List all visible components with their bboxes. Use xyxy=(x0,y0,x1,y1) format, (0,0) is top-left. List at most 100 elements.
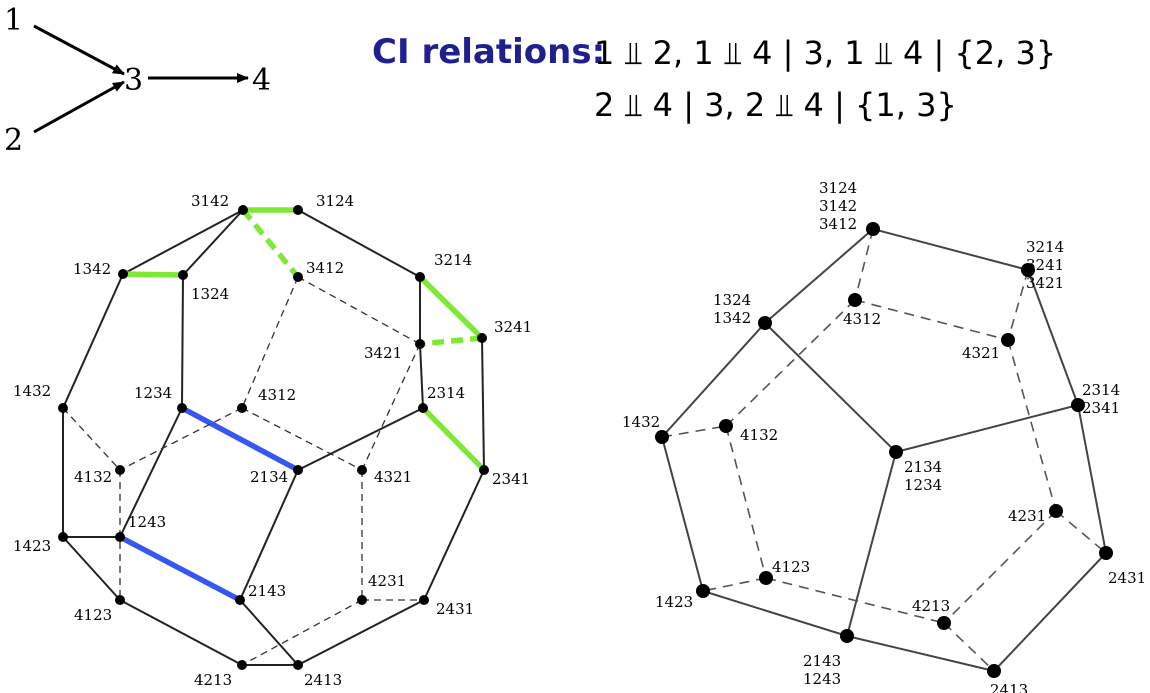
permutohedron-vertex-3241 xyxy=(477,333,487,343)
permutohedron-edge-3421-4321 xyxy=(361,343,421,471)
dodecahedron-edge-o-p xyxy=(846,635,995,672)
dodecahedron-label-g: 1432 xyxy=(622,413,660,431)
permutohedron-edge-3241-2341 xyxy=(481,337,485,471)
permutohedron-vertex-1423 xyxy=(58,532,68,542)
permutohedron-edge-4312-4132 xyxy=(119,407,243,471)
dodecahedron-vertex-m xyxy=(696,584,710,598)
dag-node-2: 2 xyxy=(4,123,23,158)
dodecahedron-edge-i-o xyxy=(846,451,897,637)
dodecahedron-vertex-a xyxy=(866,222,880,236)
dodecahedron-edge-g-h xyxy=(661,425,727,438)
permutohedron-vertex-4132 xyxy=(115,465,125,475)
permutohedron-vertex-3421 xyxy=(415,339,425,349)
permutohedron-edge-1423-4123 xyxy=(62,536,121,601)
permutohedron-edge-3421-2314 xyxy=(419,343,424,409)
permutohedron-label-1342: 1342 xyxy=(73,260,111,278)
permutohedron-vertex-4123 xyxy=(115,595,125,605)
permutohedron-label-4321: 4321 xyxy=(374,468,412,486)
dodecahedron-label-h: 4132 xyxy=(740,426,778,444)
permutohedron-edge-2314-2341 xyxy=(421,406,486,472)
ci-relations-line-1: 1 ⫫ 2, 1 ⫫ 4 | 3, 1 ⫫ 4 | {2, 3} xyxy=(594,34,1057,72)
permutohedron-edge-3124-3214 xyxy=(297,209,421,278)
permutohedron-label-1324: 1324 xyxy=(191,285,229,303)
dodecahedron-vertex-b xyxy=(1021,263,1035,277)
dodecahedron-edge-c-i xyxy=(764,322,897,453)
permutohedron-label-2314: 2314 xyxy=(427,384,465,402)
permutohedron-vertex-2341 xyxy=(479,465,489,475)
permutohedron-label-3412: 3412 xyxy=(306,259,344,277)
permutohedron-edge-3142-3412 xyxy=(240,208,301,279)
permutohedron-label-4312: 4312 xyxy=(258,386,296,404)
permutohedron-vertex-1432 xyxy=(58,403,68,413)
dodecahedron-edge-e-j xyxy=(1007,339,1057,512)
ci-relations-line-2: 2 ⫫ 4 | 3, 2 ⫫ 4 | {1, 3} xyxy=(594,86,957,124)
dodecahedron-edge-h-l xyxy=(725,425,767,579)
permutohedron-edge-1432-4132 xyxy=(62,407,121,471)
permutohedron-label-3124: 3124 xyxy=(316,192,354,210)
dodecahedron-edge-b-f xyxy=(1027,269,1079,406)
permutohedron-edge-1324-1234 xyxy=(181,274,184,409)
permutohedron-edge-4231-4213 xyxy=(241,599,363,666)
permutohedron-label-3241: 3241 xyxy=(494,318,532,336)
permutohedron-vertex-3124 xyxy=(293,205,303,215)
permutohedron-vertex-1243 xyxy=(115,532,125,542)
permutohedron-edge-3412-3421 xyxy=(297,276,421,345)
dodecahedron-edge-k-p xyxy=(993,552,1107,672)
dodecahedron-edge-i-f xyxy=(895,404,1079,453)
permutohedron-label-2143: 2143 xyxy=(248,582,286,600)
permutohedron-vertex-4321 xyxy=(357,465,367,475)
permutohedron-vertex-2314 xyxy=(418,403,428,413)
permutohedron-edge-2143-2413 xyxy=(239,599,299,666)
permutohedron-label-2413: 2413 xyxy=(304,671,342,689)
permutohedron-edge-3241-3421 xyxy=(419,335,483,347)
permutohedron-edge-4123-4213 xyxy=(119,599,243,666)
permutohedron-edge-3142-1342 xyxy=(122,209,244,275)
dodecahedron-vertex-c xyxy=(758,316,772,330)
dodecahedron-label-d: 4312 xyxy=(843,310,881,328)
permutohedron-label-1423: 1423 xyxy=(13,537,51,555)
dodecahedron-vertex-o xyxy=(840,629,854,643)
permutohedron-label-4132: 4132 xyxy=(74,468,112,486)
dag-arrow-1-3 xyxy=(33,24,125,76)
permutohedron-label-3142: 3142 xyxy=(191,192,229,210)
permutohedron-vertex-4213 xyxy=(237,660,247,670)
permutohedron-vertex-1234 xyxy=(177,403,187,413)
permutohedron-vertex-4312 xyxy=(237,403,247,413)
permutohedron-edge-1234-2134 xyxy=(180,405,300,473)
permutohedron-edge-1342-1432 xyxy=(62,273,124,409)
permutohedron-label-3214: 3214 xyxy=(434,251,472,269)
dag-node-3: 3 xyxy=(124,63,143,98)
dodecahedron-label-m: 1423 xyxy=(655,593,693,611)
permutohedron-label-2431: 2431 xyxy=(436,600,474,618)
dag-arrow-2-3 xyxy=(33,80,125,134)
dag-node-1: 1 xyxy=(4,3,23,38)
dodecahedron-vertex-p xyxy=(987,664,1001,678)
permutohedron-edge-2431-2413 xyxy=(297,599,425,666)
dodecahedron-edge-m-o xyxy=(702,590,848,637)
permutohedron-label-4231: 4231 xyxy=(368,572,406,590)
permutohedron-edge-2341-2431 xyxy=(423,469,485,601)
permutohedron-label-1234: 1234 xyxy=(134,384,172,402)
dodecahedron-edge-j-n xyxy=(943,510,1057,624)
permutohedron-edge-1342-1324 xyxy=(122,271,184,278)
dodecahedron-edge-n-p xyxy=(943,622,995,672)
permutohedron-label-1243: 1243 xyxy=(128,513,166,531)
dodecahedron-vertex-j xyxy=(1049,504,1063,518)
permutohedron-label-4123: 4123 xyxy=(74,606,112,624)
permutohedron-edge-1243-2143 xyxy=(118,534,242,603)
permutohedron-vertex-2431 xyxy=(419,595,429,605)
permutohedron-label-4213: 4213 xyxy=(194,671,232,689)
dodecahedron-edge-l-m xyxy=(702,577,767,592)
permutohedron-vertex-1342 xyxy=(118,269,128,279)
permutohedron-edge-2314-2134 xyxy=(297,407,424,471)
dodecahedron-label-n: 4213 xyxy=(912,597,950,615)
dodecahedron-edge-c-g xyxy=(661,322,766,438)
